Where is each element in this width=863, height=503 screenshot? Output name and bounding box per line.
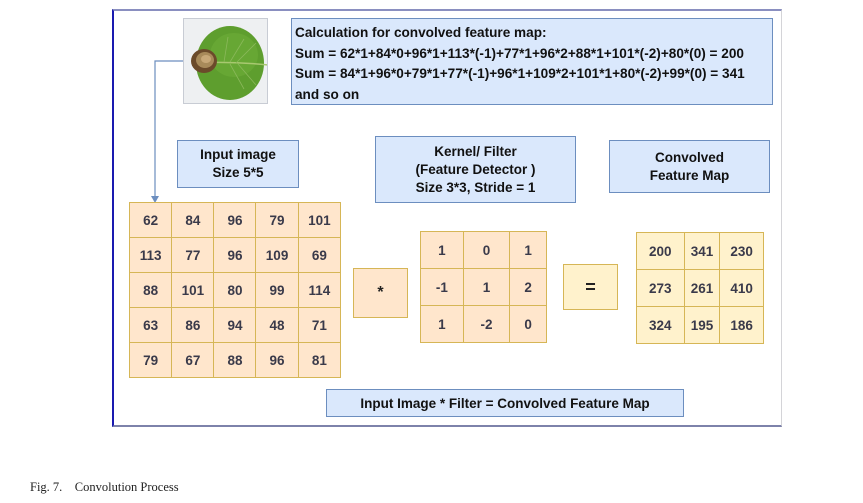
label-line: Input image — [200, 147, 276, 162]
equation-label: Input Image * Filter = Convolved Feature… — [326, 389, 684, 417]
matrix-cell: 341 — [683, 232, 721, 270]
calculation-title: Calculation for convolved feature map: — [295, 25, 547, 40]
matrix-cell: 200 — [636, 232, 685, 270]
matrix-cell: 195 — [683, 306, 721, 344]
matrix-cell: 48 — [255, 307, 299, 343]
matrix-cell: 77 — [171, 237, 215, 273]
convolve-operator: * — [353, 268, 408, 318]
matrix-cell: 324 — [636, 306, 685, 344]
matrix-cell: 0 — [462, 231, 511, 269]
matrix-cell: 67 — [171, 342, 215, 378]
matrix-cell: 79 — [255, 202, 299, 238]
label-line: Size 5*5 — [212, 165, 264, 180]
input-image-label: Input image Size 5*5 — [177, 140, 299, 188]
matrix-cell: 96 — [255, 342, 299, 378]
label-line: Convolved — [654, 149, 724, 165]
matrix-cell: 88 — [128, 272, 173, 308]
matrix-cell: 96 — [213, 202, 257, 238]
leaf-icon — [184, 19, 267, 103]
label-line: Size 3*3, Stride = 1 — [415, 179, 536, 195]
matrix-cell: 113 — [128, 237, 173, 273]
label-line: Feature Map — [649, 167, 730, 183]
matrix-cell: 2 — [509, 268, 547, 306]
matrix-cell: 94 — [213, 307, 257, 343]
matrix-cell: 261 — [683, 269, 721, 307]
matrix-cell: 99 — [255, 272, 299, 308]
matrix-cell: 69 — [297, 237, 342, 273]
matrix-cell: 1 — [509, 231, 547, 269]
matrix-cell: 96 — [213, 237, 257, 273]
matrix-cell: 63 — [128, 307, 173, 343]
matrix-cell: 1 — [462, 268, 511, 306]
label-line: Kernel/ Filter — [434, 143, 517, 159]
leaf-image — [183, 18, 268, 104]
matrix-cell: 410 — [719, 269, 764, 307]
equals-operator: = — [563, 264, 618, 310]
matrix-cell: 101 — [297, 202, 342, 238]
matrix-cell: 84 — [171, 202, 215, 238]
matrix-cell: 79 — [128, 342, 173, 378]
matrix-cell: 86 — [171, 307, 215, 343]
matrix-cell: 114 — [297, 272, 342, 308]
matrix-cell: 0 — [509, 305, 547, 343]
matrix-cell: -2 — [462, 305, 511, 343]
kernel-label: Kernel/ Filter (Feature Detector ) Size … — [375, 136, 576, 203]
matrix-cell: 101 — [171, 272, 215, 308]
matrix-cell: 230 — [719, 232, 764, 270]
matrix-cell: 273 — [636, 269, 685, 307]
matrix-cell: 88 — [213, 342, 257, 378]
calculation-line: Sum = 62*1+84*0+96*1+113*(-1)+77*1+96*2+… — [295, 45, 744, 61]
matrix-cell: 1 — [420, 231, 464, 269]
matrix-cell: 71 — [297, 307, 342, 343]
matrix-cell: -1 — [420, 268, 464, 306]
matrix-cell: 81 — [297, 342, 342, 378]
matrix-cell: 1 — [420, 305, 464, 343]
convolved-map-label: Convolved Feature Map — [609, 140, 770, 193]
matrix-cell: 62 — [128, 202, 173, 238]
figure-caption: Fig. 7. Convolution Process — [30, 480, 179, 494]
matrix-cell: 186 — [719, 306, 764, 344]
matrix-cell: 109 — [255, 237, 299, 273]
matrix-cell: 80 — [213, 272, 257, 308]
calculation-line: and so on — [295, 86, 360, 102]
label-line: (Feature Detector ) — [415, 161, 536, 177]
calculation-line: Sum = 84*1+96*0+79*1+77*(-1)+96*1+109*2+… — [295, 66, 745, 81]
calculation-box: Calculation for convolved feature map: S… — [291, 18, 773, 105]
